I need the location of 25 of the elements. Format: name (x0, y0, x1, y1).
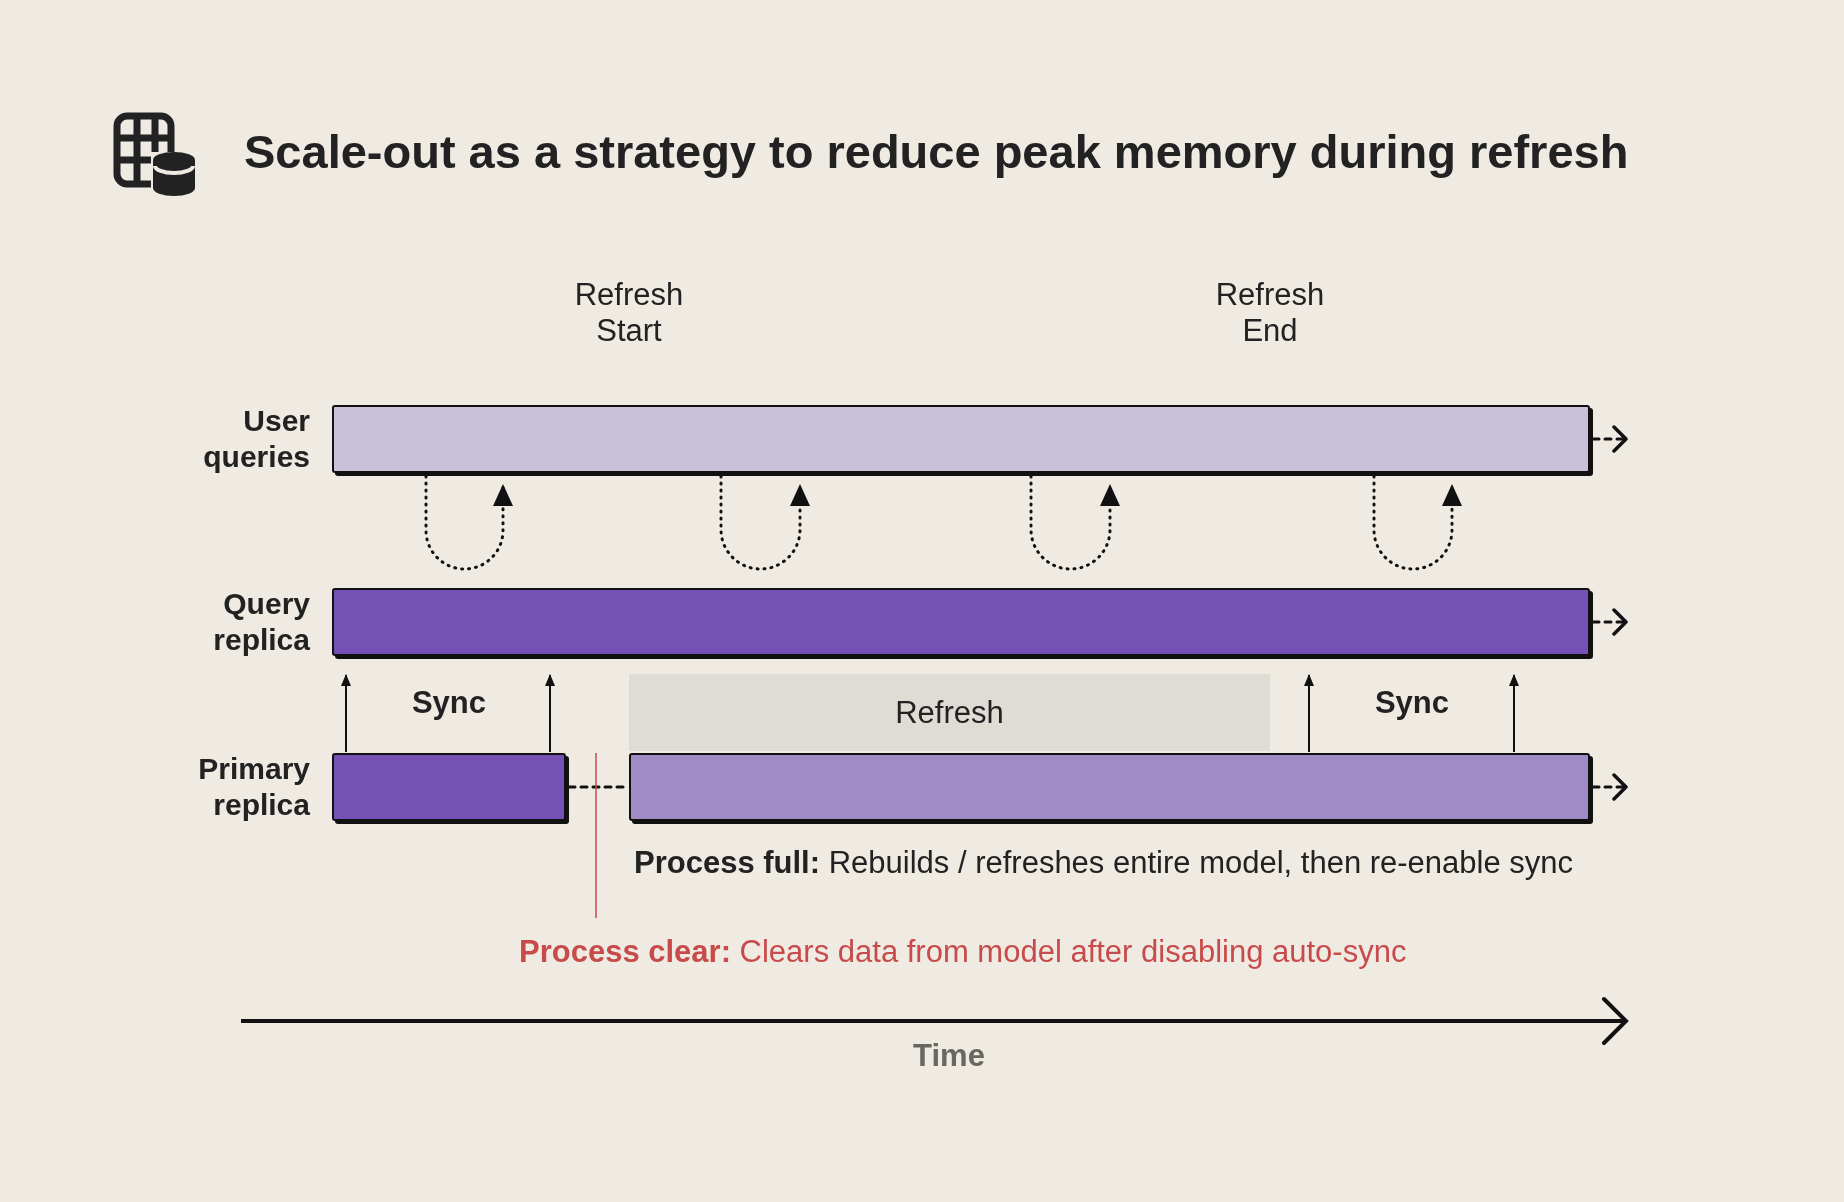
arrow (1591, 425, 1628, 453)
row-label: User queries (202, 403, 310, 475)
arrow (1029, 474, 1120, 571)
event-label: Refresh End (1214, 277, 1326, 349)
arrow (1372, 474, 1462, 571)
axis-label: Time (912, 1038, 986, 1074)
arrow (1591, 773, 1628, 801)
band-label: Refresh (895, 694, 1004, 731)
sync-label: Sync (410, 685, 488, 721)
event-label: Refresh Start (573, 277, 685, 349)
arrow (1591, 608, 1628, 636)
sync-label: Sync (1373, 685, 1451, 721)
row-label: Primary replica (197, 751, 310, 823)
process-full-note: Process full: Rebuilds / refreshes entire model, then re-enable sync (634, 845, 1575, 881)
timeline-bar (629, 753, 1590, 821)
row-label: Query replica (212, 586, 310, 658)
arrow (545, 674, 555, 753)
arrow (1304, 674, 1314, 753)
leader-line (595, 752, 597, 919)
arrow (424, 474, 513, 571)
arrow (1509, 674, 1519, 753)
arrow (719, 474, 810, 571)
arrow (341, 674, 351, 753)
process-clear-note: Process clear: Clears data from model after disabling auto-sync (519, 932, 1407, 972)
diagram-title: Scale-out as a strategy to reduce peak memory during refresh (244, 124, 1629, 179)
